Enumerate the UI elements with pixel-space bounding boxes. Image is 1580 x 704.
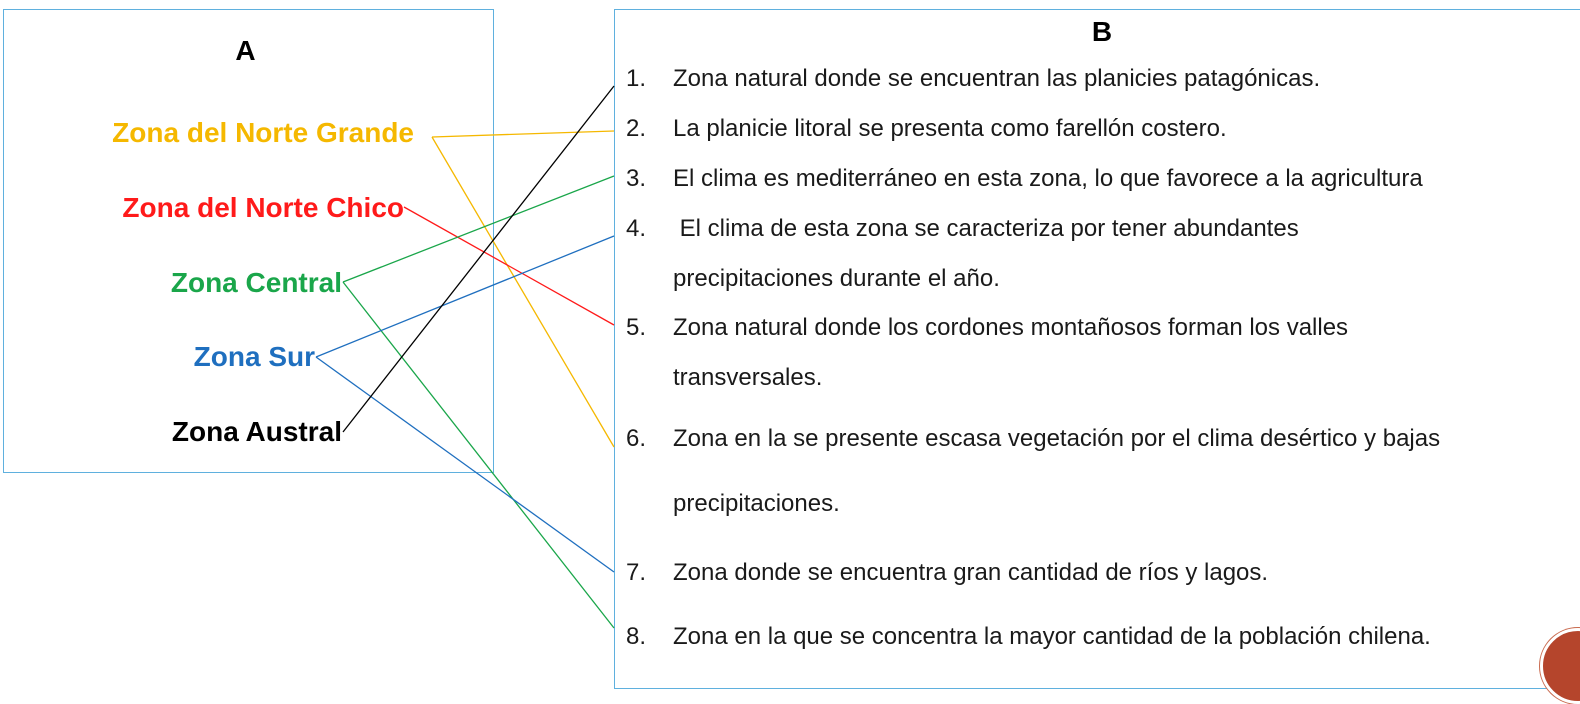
- item-text-continuation: precipitaciones durante el año.: [673, 265, 1000, 292]
- item-text: Zona en la se presente escasa vegetación…: [673, 425, 1441, 452]
- item-number: 7.: [626, 559, 647, 586]
- item-text-continuation: precipitaciones.: [673, 490, 840, 517]
- item-text-continuation: transversales.: [673, 364, 823, 391]
- item-number: 3.: [626, 165, 647, 192]
- zone-norte-chico: Zona del Norte Chico: [122, 192, 404, 223]
- item-text: Zona donde se encuentra gran cantidad de…: [673, 559, 1269, 586]
- item-text: Zona natural donde se encuentran las pla…: [673, 65, 1321, 92]
- column-a-heading: A: [235, 35, 256, 66]
- connector-line: [431, 130, 615, 138]
- zone-austral: Zona Austral: [171, 416, 342, 447]
- item-number: 2.: [626, 115, 647, 142]
- item-number: 1.: [626, 65, 647, 92]
- connector-line: [315, 356, 615, 573]
- zone-norte-grande: Zona del Norte Grande: [112, 117, 414, 148]
- item-number: 5.: [626, 314, 647, 341]
- connector-line: [315, 235, 615, 358]
- connector-line: [342, 281, 615, 629]
- column-b-box: [614, 9, 1580, 689]
- connector-lines: [315, 85, 615, 629]
- item-text: El clima es mediterráneo en esta zona, l…: [673, 165, 1423, 192]
- item-text: Zona natural donde los cordones montaños…: [673, 314, 1349, 341]
- connector-line: [342, 85, 615, 433]
- zone-sur: Zona Sur: [193, 341, 315, 372]
- zone-central: Zona Central: [170, 267, 342, 298]
- column-b-heading: B: [1091, 16, 1113, 47]
- item-number: 4.: [626, 215, 647, 242]
- column-a-box: [3, 9, 494, 473]
- item-number: 6.: [626, 425, 647, 452]
- item-text: Zona en la que se concentra la mayor can…: [673, 623, 1431, 650]
- item-text: La planicie litoral se presenta como far…: [673, 115, 1227, 142]
- item-text: El clima de esta zona se caracteriza por…: [673, 215, 1299, 242]
- connector-line: [431, 136, 615, 448]
- connector-line: [403, 206, 615, 326]
- connector-line: [342, 175, 615, 283]
- item-number: 8.: [626, 623, 647, 650]
